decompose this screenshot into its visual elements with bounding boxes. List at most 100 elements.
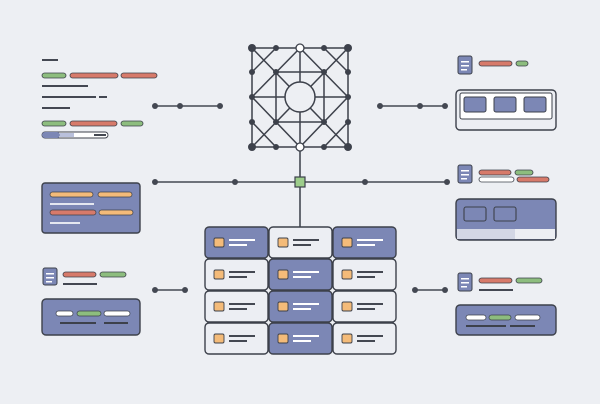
tile-button: [493, 206, 517, 222]
tile-button: [493, 96, 517, 113]
grid-cell-line: [293, 308, 311, 310]
top-right-card: [455, 55, 557, 131]
text-line: [99, 96, 107, 98]
panel-card: [41, 182, 141, 234]
connector-node: [217, 103, 223, 109]
doc-icon-line: [461, 69, 467, 71]
mesh-node: [345, 69, 351, 75]
tile-button: [523, 96, 547, 113]
grid-cell-chip: [341, 237, 353, 248]
pill-red: [69, 72, 119, 79]
grid-cell-line: [293, 239, 319, 241]
grid-cell-line: [229, 303, 255, 305]
doc-icon-line: [461, 61, 469, 63]
text-line: [42, 107, 70, 109]
grid-cell: [332, 258, 397, 291]
doc-icon-line: [461, 174, 469, 176]
mesh-core-ellipse: [284, 81, 316, 113]
grid-cell-line: [357, 244, 375, 246]
grid-cell-chip: [341, 333, 353, 344]
mesh-open-node: [295, 43, 305, 53]
text-line: [42, 96, 96, 98]
doc-icon-line: [461, 282, 469, 284]
connector-node: [177, 103, 183, 109]
mesh-node: [344, 143, 352, 151]
progress-fill: [42, 132, 60, 138]
bottom-right-card: [455, 272, 557, 336]
pill-white: [55, 310, 74, 317]
pill-red: [49, 209, 97, 216]
grid-cell-line: [229, 308, 247, 310]
grid-cell-line: [229, 276, 247, 278]
central-mesh-hub: [251, 47, 349, 148]
text-line: [60, 322, 96, 324]
grid-cell-line: [357, 308, 375, 310]
grid-cell-line: [293, 303, 319, 305]
connector-node: [232, 179, 238, 185]
grid-cell-line: [357, 340, 375, 342]
grid-cell-chip: [341, 301, 353, 312]
grid-cell: [268, 322, 333, 355]
doc-icon-line: [46, 277, 54, 279]
tile-button: [463, 96, 487, 113]
connector-node: [152, 179, 158, 185]
connector-node: [377, 103, 383, 109]
doc-icon-line: [46, 273, 54, 275]
text-line: [94, 134, 106, 136]
grid-cell-line: [229, 239, 255, 241]
doc-icon-line: [461, 286, 467, 288]
grid-cell-line: [293, 244, 311, 246]
mesh-node: [345, 119, 351, 125]
text-line: [479, 289, 513, 291]
text-line: [63, 283, 97, 285]
grid-cell-line: [293, 271, 319, 273]
mesh-node: [248, 143, 256, 151]
connector-node: [152, 103, 158, 109]
text-line: [42, 59, 58, 61]
mesh-node: [249, 119, 255, 125]
mesh-edge: [251, 47, 277, 73]
panel-card: [41, 298, 141, 336]
mesh-node: [273, 69, 279, 75]
pill-red: [478, 277, 513, 284]
pill-red: [478, 169, 512, 176]
grid-cell-line: [229, 271, 255, 273]
pill-red: [516, 176, 550, 183]
pill-orange: [98, 209, 134, 216]
pill-red: [478, 60, 513, 67]
panel-footer: [457, 229, 555, 239]
mesh-edge: [251, 121, 277, 148]
grid-cell: [204, 322, 269, 355]
grid-cell-chip: [213, 301, 225, 312]
pill-green: [515, 60, 529, 67]
pill-green: [515, 277, 543, 284]
pill-green: [41, 120, 67, 127]
text-line: [466, 325, 506, 327]
grid-cell-line: [357, 239, 383, 241]
text-line-light: [50, 203, 94, 205]
grid-cell-line: [229, 335, 255, 337]
mesh-node: [248, 44, 256, 52]
doc-icon-line: [461, 170, 469, 172]
connector-node: [444, 179, 450, 185]
mesh-open-node: [295, 142, 305, 152]
grid-cell-chip: [277, 237, 289, 248]
connector-nodes: [152, 103, 450, 293]
mesh-node: [321, 144, 327, 150]
doc-icon-line: [461, 178, 467, 180]
mesh-node: [273, 119, 279, 125]
pill-green: [99, 271, 127, 278]
bottom-left-card: [41, 267, 141, 336]
connector-node: [412, 287, 418, 293]
hub-junction-square: [294, 176, 306, 188]
grid-cell-line: [293, 340, 311, 342]
mesh-node: [321, 69, 327, 75]
connector-node: [442, 103, 448, 109]
grid-cell: [204, 290, 269, 323]
pill-white: [103, 310, 131, 317]
grid-cell-chip: [277, 269, 289, 280]
mesh-node: [273, 144, 279, 150]
bottom-center-grid: [204, 226, 397, 355]
pill-red: [62, 271, 97, 278]
